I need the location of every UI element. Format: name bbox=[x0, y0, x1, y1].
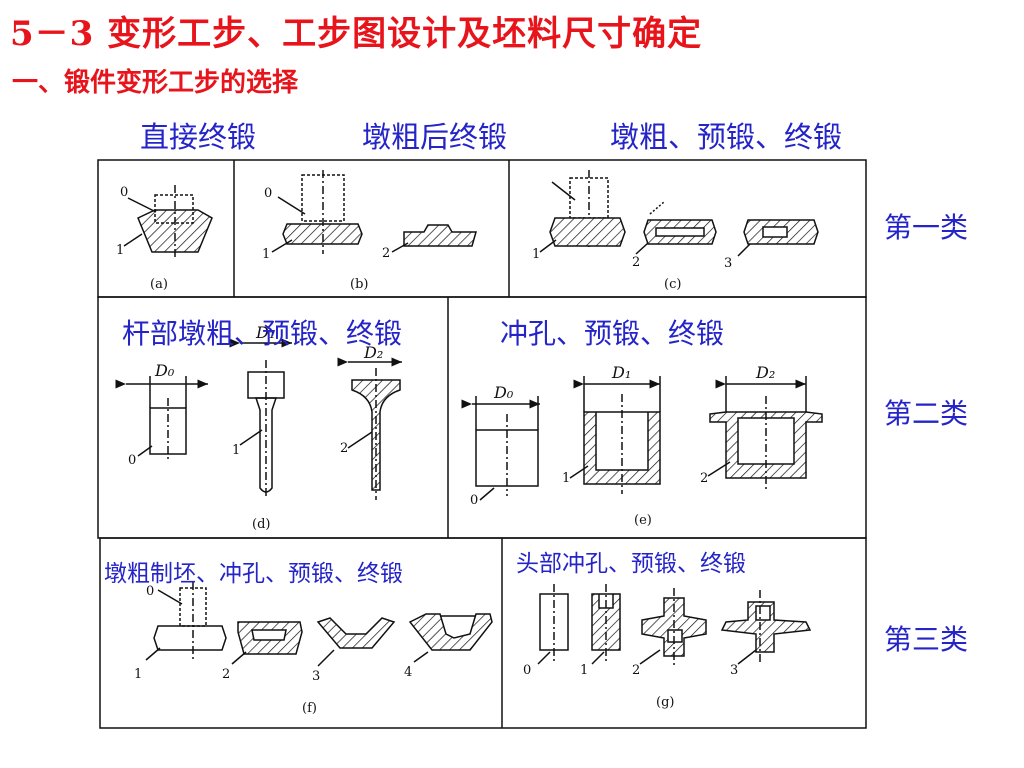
step-number-g3: 3 bbox=[730, 663, 738, 678]
caption-e: (e) bbox=[634, 513, 652, 528]
figure-frame bbox=[97, 159, 867, 729]
header-punch-pre-final: 冲孔、预锻、终锻 bbox=[500, 317, 725, 350]
caption-a: (a) bbox=[150, 277, 168, 292]
diagram-f bbox=[145, 582, 493, 667]
caption-d: (d) bbox=[252, 517, 270, 532]
dim-d2-e: D₂ bbox=[755, 363, 775, 382]
header-upset-blank-punch: 墩粗制坯、冲孔、预锻、终锻 bbox=[104, 561, 403, 587]
step-number-f4: 4 bbox=[404, 665, 412, 680]
step-number-a0: 0 bbox=[120, 185, 128, 200]
step-number-e1: 1 bbox=[562, 471, 570, 486]
step-number-f2: 2 bbox=[222, 667, 230, 682]
caption-g: (g) bbox=[656, 695, 674, 710]
caption-b: (b) bbox=[350, 277, 368, 292]
step-number-e0: 0 bbox=[470, 493, 478, 508]
step-number-a1: 1 bbox=[116, 243, 124, 258]
diagram-b bbox=[271, 170, 477, 254]
step-number-f1: 1 bbox=[134, 667, 142, 682]
step-number-g1: 1 bbox=[580, 663, 588, 678]
page-title: 5－3 变形工步、工步图设计及坯料尺寸确定 bbox=[10, 14, 703, 54]
class-label-third: 第三类 bbox=[884, 623, 969, 656]
diagram-a bbox=[123, 185, 213, 260]
step-number-c2: 2 bbox=[632, 255, 640, 270]
dim-d0-d: D₀ bbox=[154, 361, 175, 380]
step-number-f3: 3 bbox=[312, 669, 320, 684]
dim-d1-d: D₁ bbox=[255, 323, 275, 342]
dim-d1-e: D₁ bbox=[611, 363, 631, 382]
diagram-e bbox=[461, 376, 823, 501]
step-number-b0: 0 bbox=[264, 186, 272, 201]
step-number-b2: 2 bbox=[382, 246, 390, 261]
header-upset-then-final: 墩粗后终锻 bbox=[362, 120, 508, 154]
step-number-e2: 2 bbox=[700, 471, 708, 486]
step-number-d1: 1 bbox=[232, 443, 240, 458]
step-number-c3: 3 bbox=[724, 256, 732, 271]
header-upset-pre-final: 墩粗、预锻、终锻 bbox=[610, 120, 843, 154]
diagram-c bbox=[539, 170, 819, 257]
header-direct-final-forging: 直接终锻 bbox=[140, 120, 257, 154]
step-number-b1: 1 bbox=[262, 247, 270, 262]
step-number-d2: 2 bbox=[340, 441, 348, 456]
step-number-f0: 0 bbox=[146, 584, 154, 599]
caption-f: (f) bbox=[302, 701, 317, 716]
dim-d0-e: D₀ bbox=[493, 383, 514, 402]
step-number-g0: 0 bbox=[523, 663, 531, 678]
dim-d2-d: D₂ bbox=[363, 343, 383, 362]
step-number-c1: 1 bbox=[532, 247, 540, 262]
header-head-punch: 头部冲孔、预锻、终锻 bbox=[516, 551, 746, 577]
diagram-d bbox=[115, 338, 402, 500]
section-subtitle: 一、锻件变形工步的选择 bbox=[12, 68, 299, 98]
step-number-d0: 0 bbox=[128, 453, 136, 468]
header-rod-upset: 杆部墩粗、预锻、终锻 bbox=[122, 317, 403, 350]
caption-c: (c) bbox=[664, 277, 681, 292]
class-label-second: 第二类 bbox=[884, 397, 969, 430]
diagram-g bbox=[537, 584, 812, 666]
step-number-g2: 2 bbox=[632, 663, 640, 678]
class-label-first: 第一类 bbox=[884, 211, 969, 244]
